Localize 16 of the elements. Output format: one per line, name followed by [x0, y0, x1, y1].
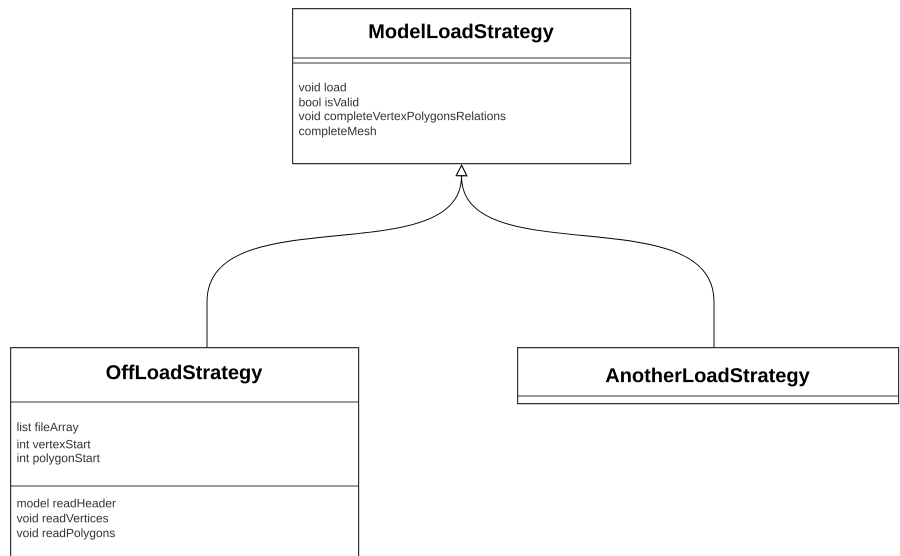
- class-name: AnotherLoadStrategy: [606, 368, 810, 386]
- member-text: model readHeader: [17, 498, 116, 508]
- member-text: bool isValid: [299, 98, 358, 106]
- member-text: int polygonStart: [17, 453, 100, 465]
- class-name: ModelLoadStrategy: [370, 24, 554, 42]
- class-box: [292, 8, 632, 164]
- member-text: void readPolygons: [16, 528, 115, 540]
- member-text: void load: [298, 82, 346, 92]
- member-text: void readVertices: [16, 514, 108, 522]
- member-text: void completeVertexPolygonsRelations: [298, 111, 506, 123]
- member-text: int vertexStart: [17, 440, 91, 448]
- class-box: [10, 347, 360, 556]
- member-text: list fileArray: [17, 422, 79, 434]
- member-text: completeMesh: [299, 126, 376, 138]
- class-name: OffLoadStrategy: [106, 364, 262, 384]
- class-box: [517, 347, 900, 404]
